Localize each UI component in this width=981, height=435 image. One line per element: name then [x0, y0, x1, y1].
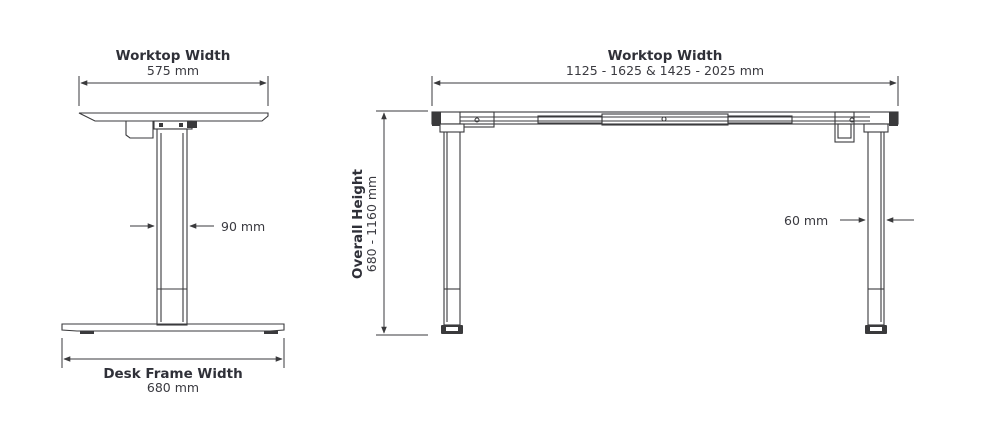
- front-end-cap-left: [432, 112, 441, 126]
- side-worktop: [78, 112, 269, 122]
- front-height-title: Overall Height: [350, 168, 366, 279]
- front-worktop-width-title: Worktop Width: [608, 48, 723, 64]
- side-worktop-width-value: 575 mm: [147, 63, 199, 78]
- side-foot-glide-right: [264, 331, 278, 334]
- front-foot-left-highlight: [446, 327, 458, 331]
- side-bracket-bolt-right: [179, 123, 183, 127]
- front-control-box-panel: [837, 123, 852, 139]
- front-leg-left: [443, 123, 461, 326]
- side-leg-column: [156, 128, 188, 326]
- front-height-value: 680 - 1160 mm: [364, 176, 379, 272]
- front-leg-left-collar: [439, 123, 465, 133]
- side-frame-width-title: Desk Frame Width: [103, 366, 242, 382]
- front-leg-right: [867, 123, 885, 326]
- side-view: Worktop Width 575 mm 90 mm Desk Frame Wi…: [61, 48, 285, 395]
- front-rail-bracket-left: [459, 111, 495, 128]
- side-bracket-clamp: [187, 121, 197, 128]
- front-leg-right-collar: [863, 123, 889, 133]
- side-motor-housing: [125, 121, 154, 139]
- side-worktop-width-title: Worktop Width: [116, 48, 231, 64]
- front-view: Worktop Width 1125 - 1625 & 1425 - 2025 …: [350, 48, 914, 336]
- side-leg-width-value: 90 mm: [221, 219, 265, 234]
- front-rail-bolt-left: [474, 117, 480, 123]
- front-rail-center-bolt: [661, 116, 667, 122]
- front-end-cap-right: [889, 112, 898, 126]
- side-foot-glide-left: [80, 331, 94, 334]
- front-control-box: [834, 111, 855, 143]
- front-leg-width-value: 60 mm: [784, 213, 828, 228]
- front-foot-right-highlight: [870, 327, 882, 331]
- front-rail-center-beam: [601, 113, 729, 126]
- front-worktop-width-value: 1125 - 1625 & 1425 - 2025 mm: [566, 63, 764, 78]
- side-frame-width-value: 680 mm: [147, 380, 199, 395]
- side-bracket-bolt-left: [159, 123, 163, 127]
